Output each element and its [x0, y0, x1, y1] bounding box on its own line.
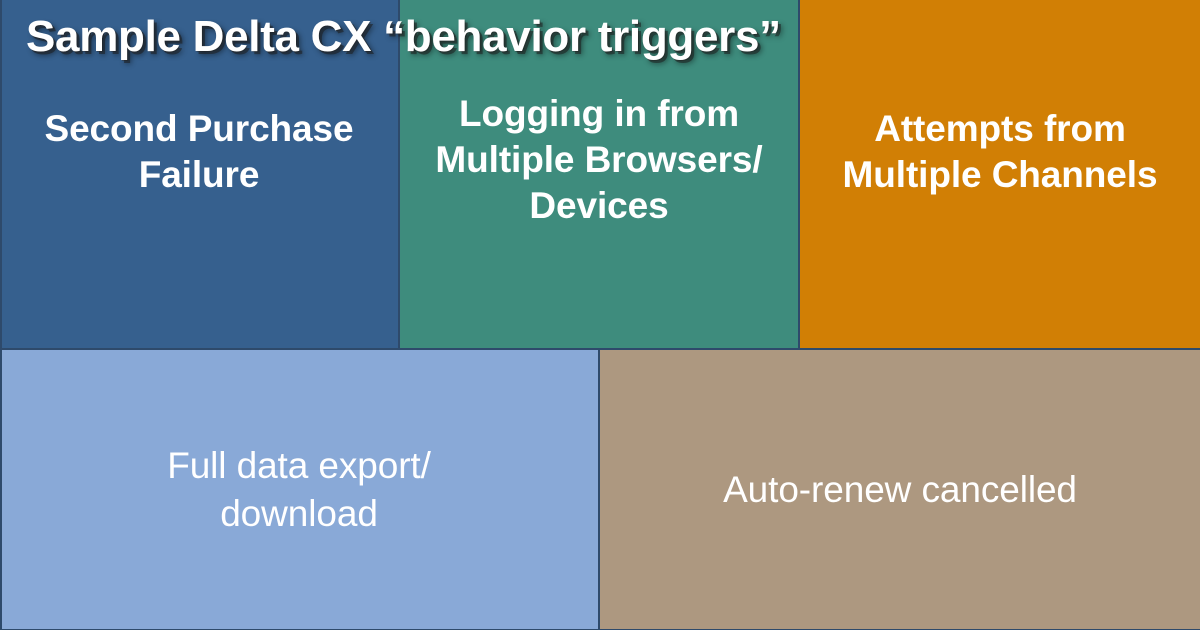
tile-label-full-data-export: Full data export/ download — [167, 444, 431, 534]
tile-label-multiple-channels: Attempts from Multiple Channels — [842, 108, 1158, 195]
tile-label-auto-renew-cancelled: Auto-renew cancelled — [723, 468, 1077, 510]
tile-second-purchase-failure[interactable]: Second Purchase Failure — [0, 0, 398, 348]
tile-multiple-channels[interactable]: Attempts from Multiple Channels — [800, 0, 1200, 348]
tile-label-multiple-browsers: Logging in from Multiple Browsers/ Devic… — [435, 93, 763, 226]
tile-full-data-export[interactable]: Full data export/ download — [0, 350, 598, 630]
tile-label-second-purchase-failure: Second Purchase Failure — [44, 108, 354, 195]
tile-multiple-browsers[interactable]: Logging in from Multiple Browsers/ Devic… — [400, 0, 798, 348]
tile-auto-renew-cancelled[interactable]: Auto-renew cancelled — [600, 350, 1200, 630]
